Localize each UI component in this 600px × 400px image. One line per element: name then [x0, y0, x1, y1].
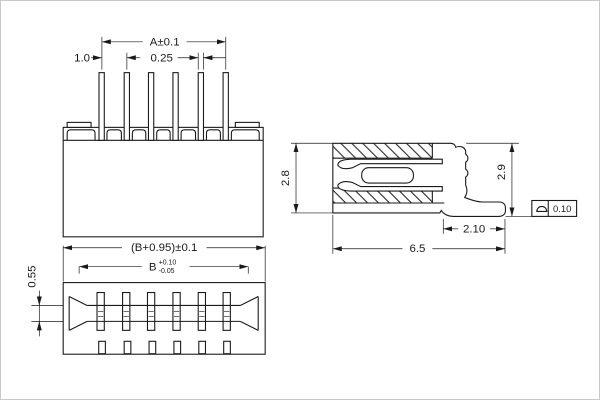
dimension-base-overall: (B+0.95)±0.1	[62, 242, 266, 282]
dim-label-channel: 0.55	[26, 265, 38, 287]
contact-window	[361, 167, 414, 184]
channel-flare-right	[240, 296, 259, 331]
hatching-bottom-wall	[332, 188, 433, 203]
rim-arches	[66, 129, 260, 141]
pins	[98, 72, 229, 141]
solder-slot	[173, 340, 182, 355]
profile-of-surface-icon	[536, 205, 548, 212]
polarization-tab	[66, 121, 92, 128]
connector-base	[62, 282, 266, 355]
dim-label-overall-length: 6.5	[409, 243, 425, 255]
contact-slot	[197, 291, 207, 331]
channel-flare-left	[68, 296, 88, 331]
dim-label-b-tol-lower: -0.05	[159, 268, 175, 275]
side-view: 2.8 2.9 2.10 6.5 0.10	[280, 142, 578, 255]
dim-label-leg-length: 2.10	[463, 223, 485, 235]
pin	[98, 72, 105, 141]
pin	[222, 72, 229, 141]
hatching-top-wall	[332, 143, 433, 159]
dimension-pin-pitch: 1.0	[74, 53, 140, 70]
dim-label-body-height: 2.8	[280, 170, 292, 186]
solder-slot	[148, 340, 157, 355]
gdt-feature-control-frame: 0.10	[505, 199, 578, 217]
dim-label-span: A±0.1	[150, 36, 180, 48]
bottom-view: (B+0.95)±0.1 B +0.10 -0.05 0.55	[26, 242, 266, 355]
solder-slot	[98, 340, 106, 355]
solder-slot	[223, 340, 231, 355]
dim-label-pitch: 1.0	[74, 53, 90, 65]
dimension-b: B +0.10 -0.05	[78, 260, 249, 275]
dimension-leg-length: 2.10	[442, 218, 506, 254]
contact-slot	[96, 291, 105, 331]
fcf-tolerance: 0.10	[553, 204, 571, 215]
front-view: A±0.1 1.0 0.25	[62, 36, 264, 238]
contact-terminal	[337, 158, 443, 192]
contact-slot	[172, 291, 181, 331]
dimension-pin-span: A±0.1	[101, 36, 227, 70]
dim-label-pin-width: 0.25	[151, 53, 173, 65]
solder-slot	[123, 340, 132, 355]
center-channel	[68, 296, 259, 331]
dim-label-b: B	[149, 262, 157, 274]
polarization-tab	[234, 121, 260, 128]
dimension-channel-height: 0.55	[26, 265, 64, 337]
contact-beam-upper	[337, 158, 443, 170]
contact-slot	[122, 291, 131, 331]
connector-body	[62, 126, 264, 238]
dimension-body-height: 2.8	[280, 142, 333, 214]
dim-label-b-tol-upper: +0.10	[159, 260, 177, 267]
dim-label-total-height: 2.9	[496, 164, 508, 180]
contact-slots	[96, 291, 231, 331]
pin	[123, 72, 131, 141]
solder-slot	[198, 340, 207, 355]
dimension-pin-width: 0.25	[151, 53, 226, 70]
pin	[197, 72, 205, 141]
pin	[172, 72, 179, 141]
fcf-box	[531, 199, 578, 217]
dim-label-base-overall: (B+0.95)±0.1	[131, 242, 197, 254]
contact-beam-lower	[337, 180, 443, 192]
solder-slots	[98, 340, 231, 355]
pin	[147, 72, 155, 141]
dimension-overall-length: 6.5	[332, 214, 505, 255]
dimension-total-height: 2.9	[466, 142, 519, 217]
contact-slot	[222, 291, 231, 331]
contact-slot	[146, 291, 156, 331]
